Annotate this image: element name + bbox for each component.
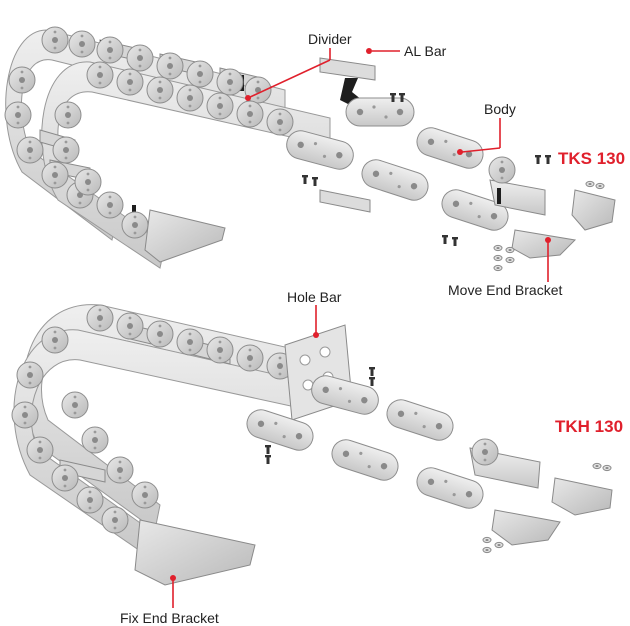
- label-body: Body: [484, 101, 516, 117]
- tks-chain-assembly: [4, 26, 616, 272]
- label-al-bar: AL Bar: [404, 43, 447, 59]
- label-move-end-bracket: Move End Bracket: [448, 282, 563, 298]
- tkh-chain-assembly: [11, 304, 613, 586]
- label-divider: Divider: [308, 31, 352, 47]
- label-fix-end-bracket: Fix End Bracket: [120, 610, 219, 626]
- model-title-tkh-130: TKH 130: [555, 417, 624, 436]
- label-hole-bar: Hole Bar: [287, 289, 342, 305]
- model-title-tks-130: TKS 130: [558, 149, 626, 168]
- callout-lines: [170, 48, 551, 608]
